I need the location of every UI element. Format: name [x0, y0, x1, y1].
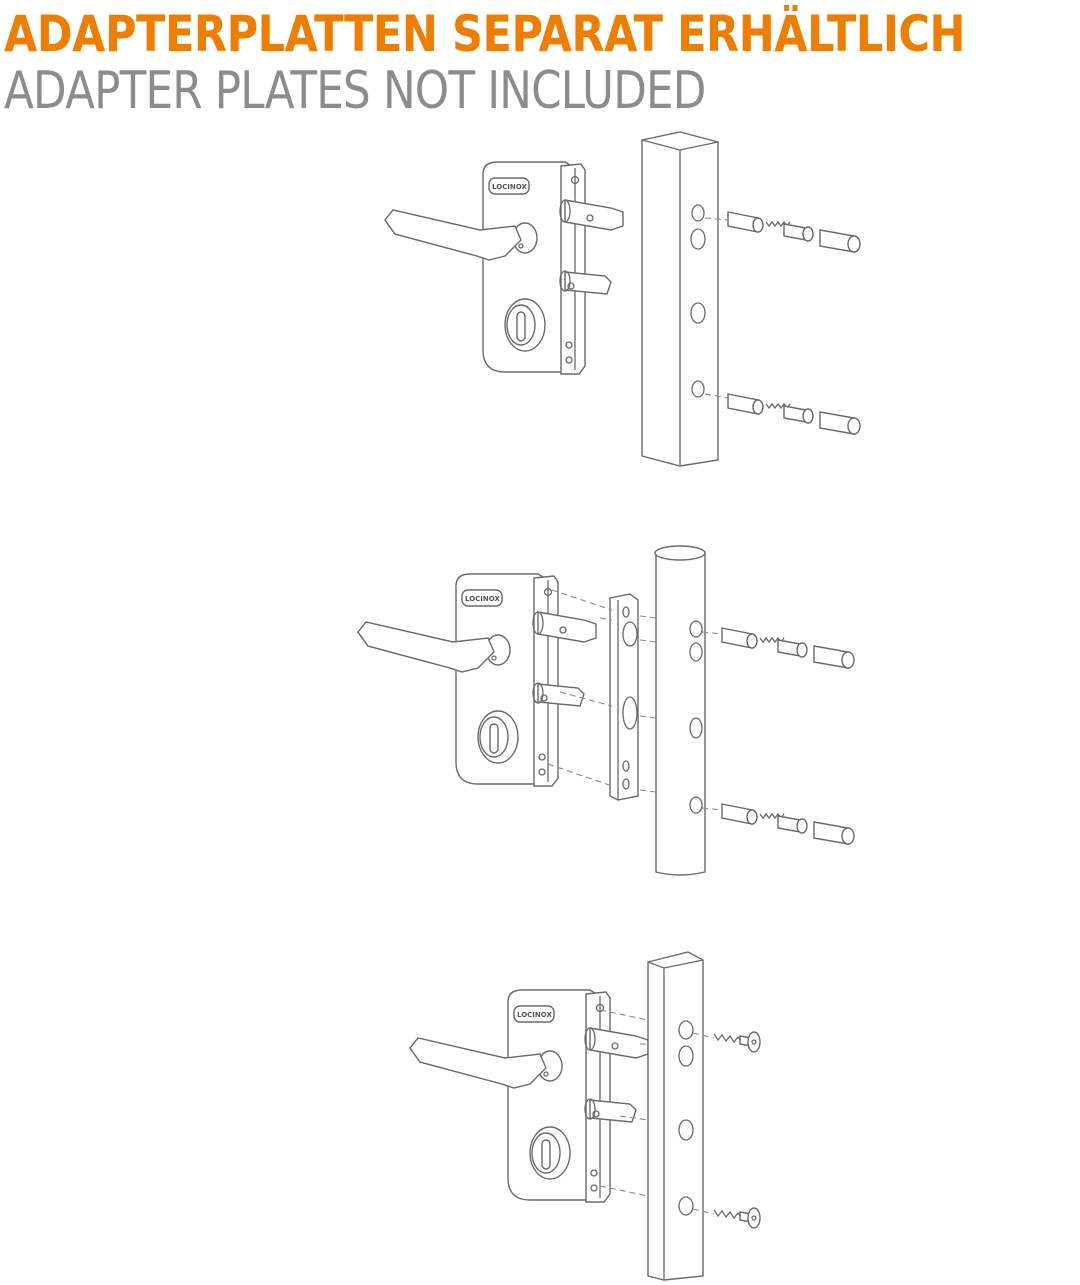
flat-post: [647, 951, 704, 1281]
title-english: ADAPTER PLATES NOT INCLUDED: [4, 61, 706, 121]
sleeve-fastener-top: [721, 627, 855, 669]
lock-body: [357, 573, 597, 787]
sleeve-fastener-bottom: [721, 803, 855, 845]
title-german: ADAPTERPLATTEN SEPARAT ERHÄLTLICH: [4, 5, 966, 63]
screw-top: [713, 1031, 761, 1053]
lock-body: [384, 161, 624, 375]
round-post: [655, 551, 706, 876]
sleeve-fastener-top: [727, 211, 861, 253]
diagram-round-post: [357, 545, 855, 876]
diagram-square-post: [384, 131, 861, 467]
diagram-flat-post: [409, 951, 761, 1281]
sleeve-fastener-bottom: [727, 393, 861, 435]
lock-body: [409, 989, 649, 1203]
screw-bottom: [713, 1207, 761, 1229]
